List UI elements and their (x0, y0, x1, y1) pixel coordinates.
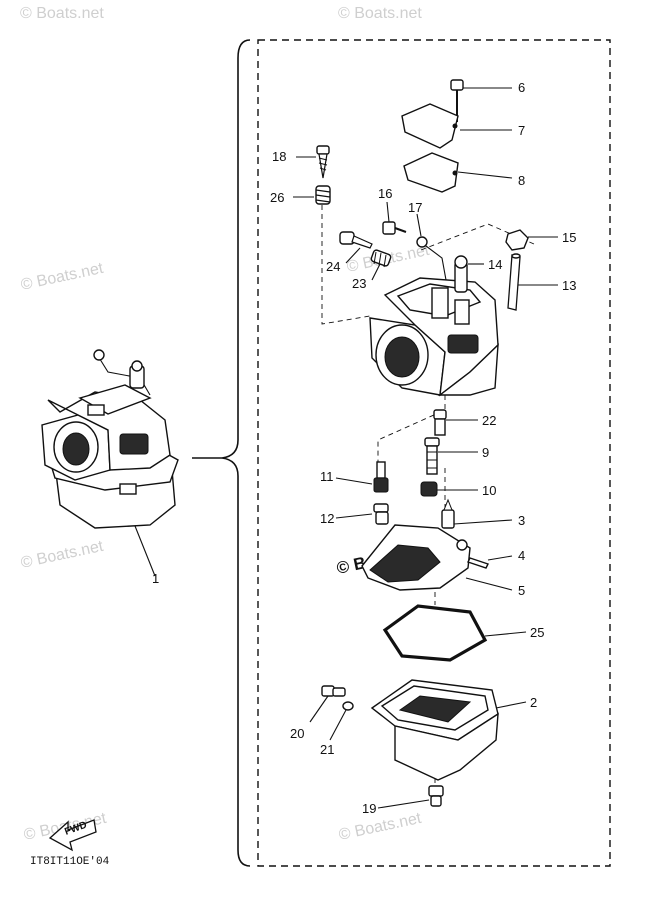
callout-leader-lines (134, 87, 558, 809)
part-7-hole (452, 123, 458, 129)
callout-26: 26 (270, 190, 284, 205)
callout-17: 17 (408, 200, 422, 215)
callout-16: 16 (378, 186, 392, 201)
part-3-needle-valve (441, 498, 455, 529)
callout-19: 19 (362, 801, 376, 816)
callout-9: 9 (482, 445, 489, 460)
callout-20: 20 (290, 726, 304, 741)
part-4-float-pin (467, 557, 489, 569)
watermark: © Boats.net (19, 260, 105, 294)
callout-23: 23 (352, 276, 366, 291)
callout-6: 6 (518, 80, 525, 95)
carburetor-body (369, 255, 499, 397)
forward-direction-indicator: FWD (48, 819, 97, 852)
part-20-screw (321, 685, 346, 697)
callout-18: 18 (272, 149, 286, 164)
part-16-screw (382, 221, 407, 235)
callout-3: 3 (518, 513, 525, 528)
part-8-gasket (403, 152, 459, 193)
watermark: © Boats.net (20, 5, 104, 22)
part-24-pilot-screw (339, 231, 373, 249)
callout-22: 22 (482, 413, 496, 428)
part-22-screw (433, 409, 447, 436)
part-2-float-chamber (370, 679, 499, 781)
part-10-main-jet (420, 481, 438, 497)
part-25-float-chamber-gasket (382, 604, 488, 662)
part-12-plug (373, 503, 389, 525)
callout-5: 5 (518, 583, 525, 598)
callout-13: 13 (562, 278, 576, 293)
part-5-float (361, 524, 471, 591)
carburetor-assembly (41, 349, 179, 529)
callout-4: 4 (518, 548, 525, 563)
part-15-nut (505, 229, 529, 251)
part-26-spring (315, 185, 331, 205)
part-8-hole (452, 170, 458, 176)
part-19-drain-screw (428, 785, 444, 807)
part-6-screw (450, 79, 464, 122)
part-13-pin (507, 254, 521, 311)
diagram-reference-code: IT8IT11OE'04 (30, 856, 110, 868)
callout-2: 2 (530, 695, 537, 710)
watermark: © Boats.net (338, 5, 422, 22)
callout-labels: 1 2 3 4 5 6 7 8 9 10 11 12 13 14 15 16 1… (152, 80, 576, 816)
part-11-pilot-jet (373, 461, 389, 493)
part-23-spring (370, 249, 392, 268)
callout-25: 25 (530, 625, 544, 640)
watermark: © Boats.net (19, 538, 105, 572)
callout-21: 21 (320, 742, 334, 757)
callout-24: 24 (326, 259, 340, 274)
callout-15: 15 (562, 230, 576, 245)
exploded-view-frame (192, 39, 611, 867)
callout-1: 1 (152, 571, 159, 586)
part-17-end (416, 236, 428, 248)
part-21-washer (342, 701, 354, 711)
callout-14: 14 (488, 257, 502, 272)
callout-8: 8 (518, 173, 525, 188)
callout-10: 10 (482, 483, 496, 498)
callout-11: 11 (320, 469, 334, 484)
part-7-cover (401, 103, 459, 149)
callout-7: 7 (518, 123, 525, 138)
callout-12: 12 (320, 511, 334, 526)
part-9-main-nozzle (424, 437, 440, 475)
watermark: © Boats.net (337, 810, 423, 844)
part-18-screw (316, 145, 330, 179)
